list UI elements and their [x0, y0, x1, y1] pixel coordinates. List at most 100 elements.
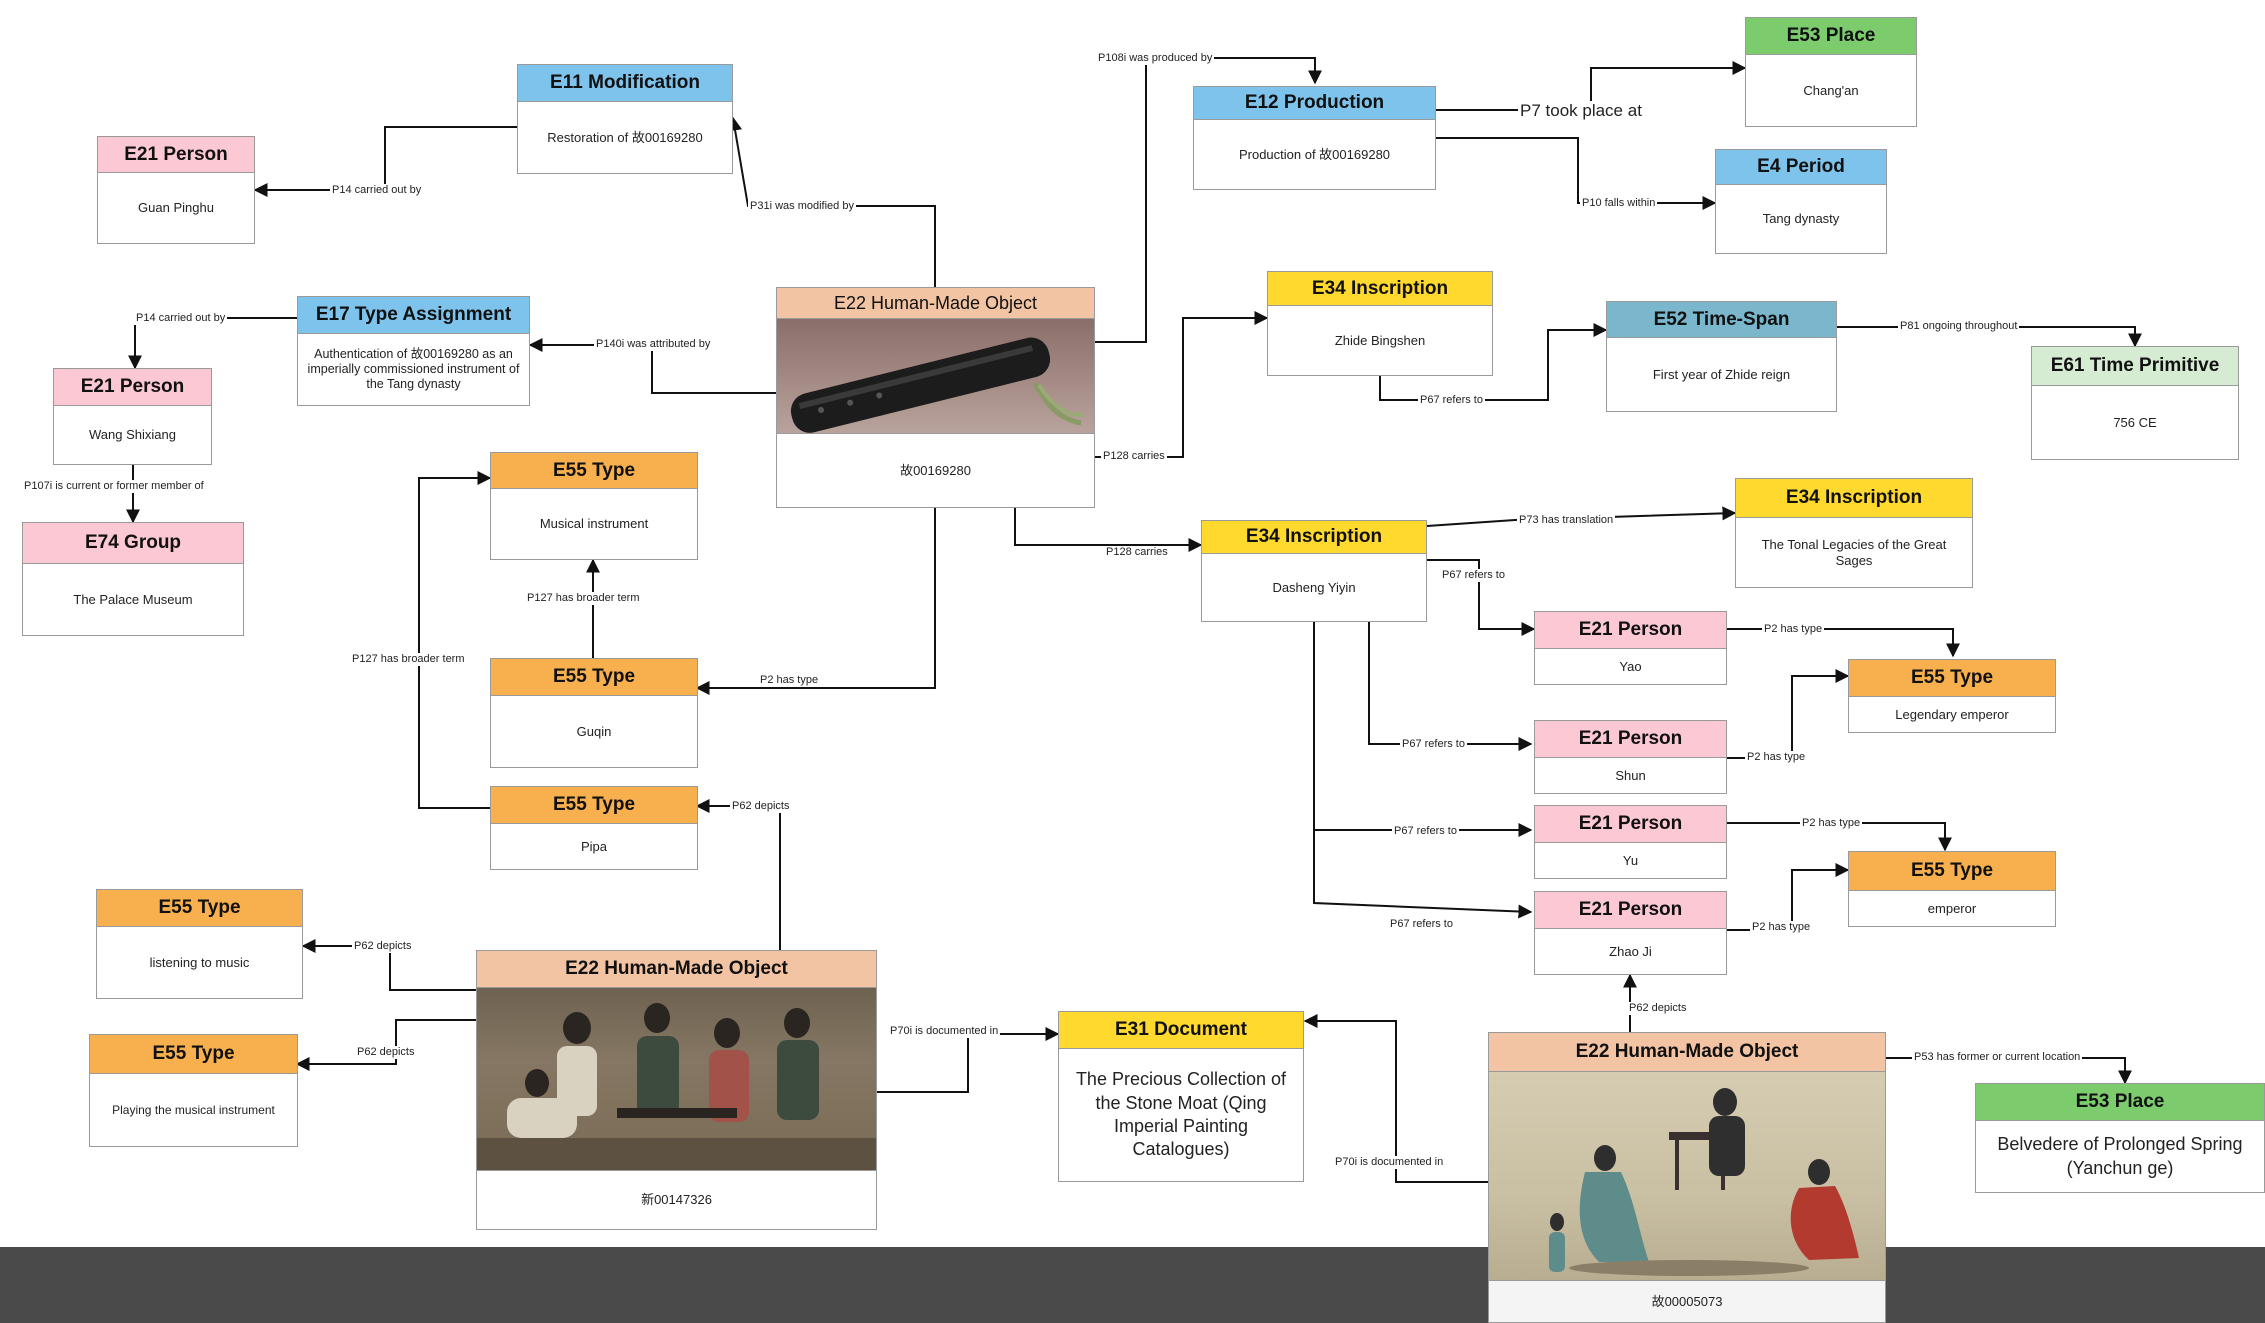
node-label: Zhao Ji [1609, 943, 1652, 959]
node-title: E34 Inscription [1736, 479, 1972, 518]
node-e17-type-assignment[interactable]: E17 Type Assignment Authentication of 故0… [297, 296, 530, 406]
node-label: The Palace Museum [73, 591, 193, 607]
node-label: Legendary emperor [1895, 706, 2009, 722]
edge-label-p7: P7 took place at [1518, 101, 1644, 120]
node-e55-listening[interactable]: E55 Type listening to music [96, 889, 303, 999]
edge-p10 [1436, 137, 1717, 210]
node-title: E21 Person [1535, 892, 1726, 929]
node-e22-painting-2[interactable]: E22 Human-Made Object 故00005073 [1488, 1032, 1886, 1323]
node-e22-guqin-object[interactable]: E22 Human-Made Object 故00169280 [776, 287, 1095, 508]
node-title: E55 Type [491, 659, 697, 696]
edge-label-p128-zhide: P128 carries [1101, 450, 1167, 463]
node-title: E55 Type [491, 787, 697, 824]
node-e53-changan[interactable]: E53 Place Chang'an [1745, 17, 1917, 127]
edge-p2-yao [1726, 628, 1960, 658]
node-title: E12 Production [1194, 87, 1435, 120]
node-label: 新00147326 [641, 1192, 712, 1208]
node-label: 故00169280 [900, 462, 971, 478]
edge-label-p62-listening: P62 depicts [352, 940, 414, 953]
node-e55-pipa[interactable]: E55 Type Pipa [490, 786, 698, 870]
node-label: Yu [1622, 852, 1639, 868]
node-title: E31 Document [1059, 1012, 1303, 1049]
node-e55-guqin[interactable]: E55 Type Guqin [490, 658, 698, 768]
node-e34-tonal-legacies[interactable]: E34 Inscription The Tonal Legacies of th… [1735, 478, 1973, 588]
node-title: E22 Human-Made Object [777, 288, 1094, 319]
edge-label-p67-yu: P67 refers to [1392, 825, 1459, 838]
node-title: E21 Person [1535, 806, 1726, 843]
edge-label-p2-shun: P2 has type [1745, 751, 1808, 764]
court-music-painting-icon [477, 1003, 876, 1170]
node-title: E55 Type [491, 453, 697, 489]
node-e12-production[interactable]: E12 Production Production of 故00169280 [1193, 86, 1436, 190]
edge-p70i-1 [877, 1027, 1060, 1093]
node-e22-painting-1[interactable]: E22 Human-Made Object [476, 950, 877, 1230]
edge-p128-dasheng [1014, 508, 1203, 552]
node-title: E74 Group [23, 523, 243, 564]
node-label: First year of Zhide reign [1652, 366, 1791, 382]
node-title: E22 Human-Made Object [1489, 1033, 1885, 1072]
node-label: Dasheng Yiyin [1272, 579, 1356, 595]
edge-label-p31i: P31i was modified by [748, 200, 856, 213]
node-label: Musical instrument [539, 516, 649, 532]
edge-p67-yu [1313, 622, 1533, 837]
node-e21-yao[interactable]: E21 Person Yao [1534, 611, 1727, 685]
node-label: Belvedere of Prolonged Spring (Yanchun g… [1997, 1134, 2243, 1178]
edge-p2-shun [1726, 669, 1850, 759]
guqin-image [777, 319, 1094, 434]
edge-label-p2-yao: P2 has type [1762, 623, 1825, 636]
edge-label-p62-pipa: P62 depicts [730, 800, 792, 813]
node-label: Shun [1615, 767, 1646, 783]
node-title: E21 Person [1535, 612, 1726, 649]
edge-p67-zhao [1313, 830, 1533, 919]
node-label: Yao [1619, 658, 1642, 674]
edge-label-p10: P10 falls within [1580, 197, 1658, 210]
painting-1-image [477, 988, 876, 1171]
node-e55-legendary-emperor[interactable]: E55 Type Legendary emperor [1848, 659, 2056, 733]
edge-p128-zhide [1095, 311, 1269, 458]
node-label: Playing the musical instrument [112, 1102, 275, 1117]
edge-p67-zhide [1379, 323, 1608, 401]
node-e34-dasheng[interactable]: E34 Inscription Dasheng Yiyin [1201, 520, 1427, 622]
node-label: Authentication of 故00169280 as an imperi… [307, 347, 520, 391]
node-e74-group[interactable]: E74 Group The Palace Museum [22, 522, 244, 636]
edge-label-p2-zhao: P2 has type [1750, 921, 1813, 934]
node-e52-timespan[interactable]: E52 Time-Span First year of Zhide reign [1606, 301, 1837, 412]
node-label: Restoration of 故00169280 [547, 129, 703, 145]
edge-label-p67-yao: P67 refers to [1440, 569, 1507, 582]
node-e55-emperor[interactable]: E55 Type emperor [1848, 851, 2056, 927]
edge-label-p67-zhide: P67 refers to [1418, 394, 1485, 407]
node-label: Guan Pinghu [138, 200, 214, 216]
node-e34-zhide[interactable]: E34 Inscription Zhide Bingshen [1267, 271, 1493, 376]
edge-p2-guqin [695, 508, 936, 695]
node-e55-musical-instrument[interactable]: E55 Type Musical instrument [490, 452, 698, 560]
edge-label-p108i: P108i was produced by [1096, 52, 1215, 65]
node-title: E55 Type [1849, 852, 2055, 891]
node-e21-wang-shixiang[interactable]: E21 Person Wang Shixiang [53, 368, 212, 465]
bottom-toolbar-area [0, 1247, 2265, 1323]
node-title: E61 Time Primitive [2032, 347, 2238, 386]
node-e55-playing[interactable]: E55 Type Playing the musical instrument [89, 1034, 298, 1147]
node-e21-zhao-ji[interactable]: E21 Person Zhao Ji [1534, 891, 1727, 975]
edge-p127-pipa [418, 471, 492, 809]
edge-label-p62-playing: P62 depicts [355, 1046, 417, 1059]
edge-p62-pipa [695, 799, 781, 950]
node-label: Zhide Bingshen [1334, 332, 1426, 348]
node-e4-period[interactable]: E4 Period Tang dynasty [1715, 149, 1887, 254]
node-title: E55 Type [97, 890, 302, 927]
node-title: E21 Person [54, 369, 211, 406]
node-e31-document[interactable]: E31 Document The Precious Collection of … [1058, 1011, 1304, 1182]
node-label: The Tonal Legacies of the Great Sages [1761, 536, 1947, 568]
node-e11-modification[interactable]: E11 Modification Restoration of 故0016928… [517, 64, 733, 174]
node-e61-time-primitive[interactable]: E61 Time Primitive 756 CE [2031, 346, 2239, 460]
node-e21-guan-pinghu[interactable]: E21 Person Guan Pinghu [97, 136, 255, 244]
node-e53-belvedere[interactable]: E53 Place Belvedere of Prolonged Spring … [1975, 1083, 2265, 1193]
node-label: Guqin [576, 723, 612, 739]
listening-to-qin-painting-icon [1549, 1088, 1859, 1276]
edge-label-p67-zhao: P67 refers to [1388, 918, 1455, 931]
edge-p62-listening [301, 939, 476, 991]
node-e21-yu[interactable]: E21 Person Yu [1534, 805, 1727, 879]
node-title: E55 Type [90, 1035, 297, 1074]
node-e21-shun[interactable]: E21 Person Shun [1534, 720, 1727, 794]
node-title: E4 Period [1716, 150, 1886, 185]
